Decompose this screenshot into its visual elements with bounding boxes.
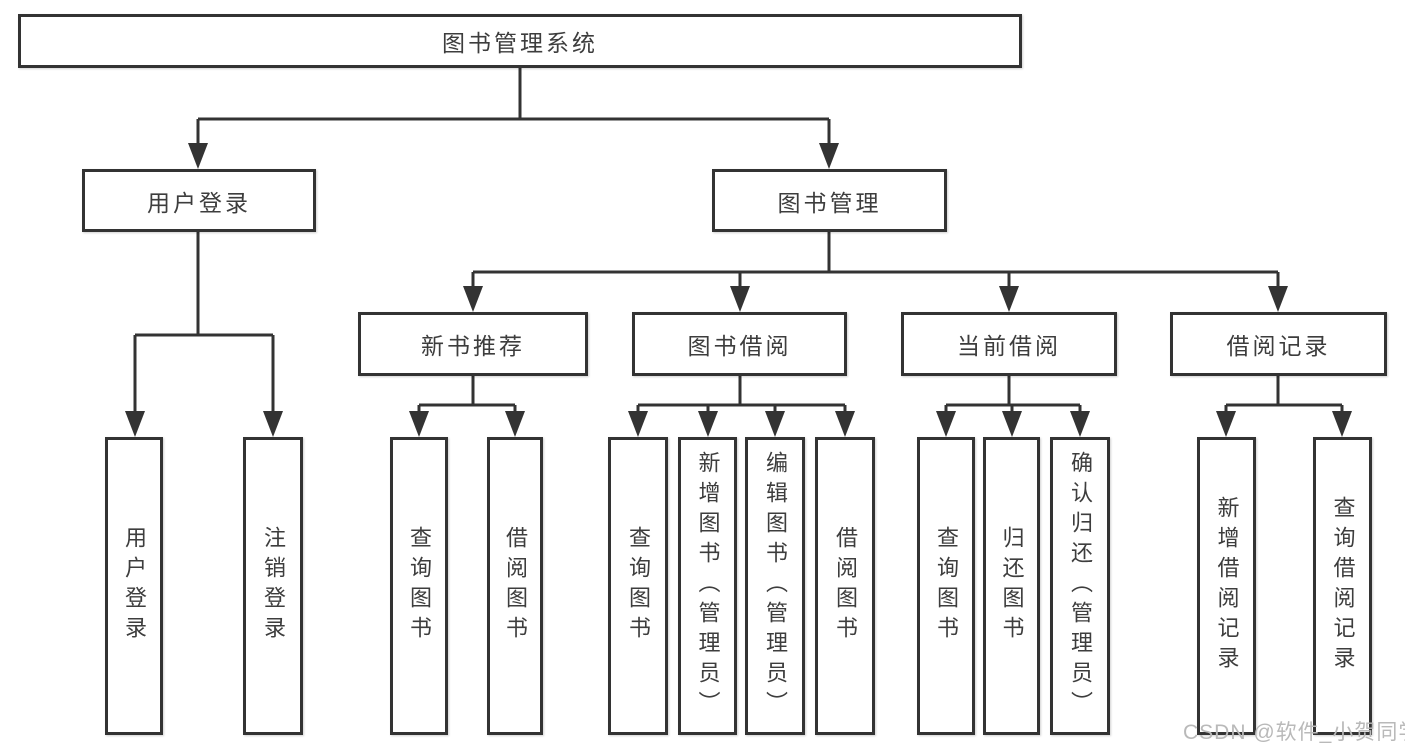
node-user-login: 用户登录 [82,169,316,232]
leaf-label: 查询图书 [626,526,651,646]
arrowheads [125,143,1352,437]
leaf-query-borrow-record: 查询借阅记录 [1313,437,1372,735]
csdn-watermark: CSDN @软件_小贺同学 [1183,721,1405,744]
leaf-user-login: 用户登录 [105,437,163,735]
leaf-logout: 注销登录 [243,437,303,735]
node-label: 图书管理系统 [442,30,598,56]
leaf-confirm-return-admin: 确认归还（管理员） [1050,437,1110,735]
leaf-label: 确认归还（管理员） [1068,451,1093,721]
node-label: 用户登录 [147,189,251,216]
leaf-query-books-borrowing: 查询图书 [608,437,668,735]
node-new-book-recommendation: 新书推荐 [358,312,588,376]
leaf-borrow-books: 借阅图书 [815,437,875,735]
leaf-label: 查询借阅记录 [1330,496,1356,676]
leaf-edit-books-admin: 编辑图书（管理员） [745,437,805,735]
node-label: 图书管理 [777,189,882,216]
leaf-query-books-recommend: 查询图书 [390,437,448,735]
node-current-borrowing: 当前借阅 [901,312,1117,376]
leaf-label: 用户登录 [122,526,147,646]
node-book-borrowing: 图书借阅 [632,312,847,376]
leaf-borrow-books-recommend: 借阅图书 [487,437,543,735]
leaf-label: 归还图书 [999,526,1025,646]
leaf-query-books-current: 查询图书 [917,437,975,735]
leaf-label: 借阅图书 [833,526,858,646]
leaf-label: 编辑图书（管理员） [763,451,788,721]
leaf-label: 查询图书 [934,526,959,646]
leaf-add-books-admin: 新增图书（管理员） [678,437,737,735]
node-label: 新书推荐 [421,333,525,359]
leaf-label: 查询图书 [407,526,432,646]
node-library-management-system: 图书管理系统 [18,14,1022,68]
leaf-label: 注销登录 [261,526,286,646]
leaf-label: 新增借阅记录 [1214,496,1240,676]
leaf-label: 新增图书（管理员） [695,451,721,721]
node-label: 借阅记录 [1226,333,1331,359]
node-book-management: 图书管理 [712,169,947,232]
leaf-add-borrow-record: 新增借阅记录 [1197,437,1256,735]
leaf-return-books: 归还图书 [983,437,1040,735]
node-borrowing-records: 借阅记录 [1170,312,1387,376]
node-label: 图书借阅 [687,333,792,359]
leaf-label: 借阅图书 [503,526,528,646]
node-label: 当前借阅 [957,333,1061,359]
